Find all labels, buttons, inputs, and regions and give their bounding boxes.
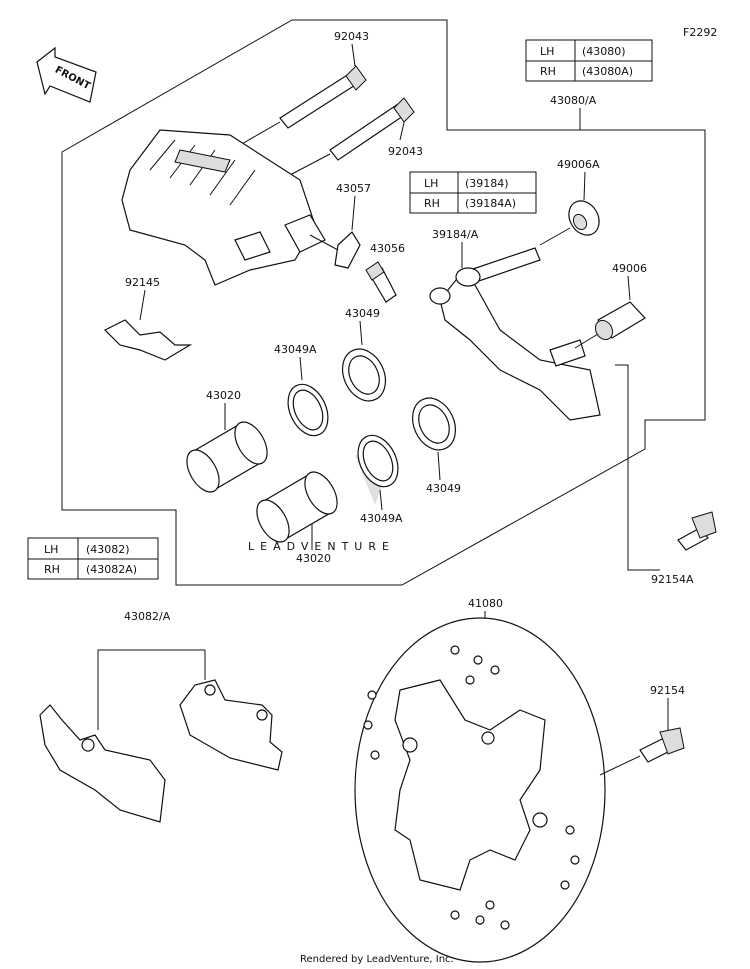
label-43020-upper: 43020 bbox=[206, 389, 241, 402]
brake-pads-43082: 43082/A bbox=[39, 610, 283, 823]
label-39184: 39184/A bbox=[432, 228, 479, 241]
watermark-text: LEADVENTURE bbox=[248, 540, 395, 553]
piston-43020-upper: 43020 bbox=[186, 389, 268, 493]
label-41080: 41080 bbox=[468, 597, 503, 610]
bracket-callout-line bbox=[615, 364, 660, 571]
bracket-39184: 39184/A bbox=[429, 228, 601, 421]
table-39184-lh: LH bbox=[424, 177, 438, 190]
caliper-body bbox=[121, 129, 326, 286]
table-43080-rh: RH bbox=[540, 65, 556, 78]
table-43082-rh-num: (43082A) bbox=[86, 563, 137, 576]
label-43049-lower: 43049 bbox=[426, 482, 461, 495]
piston-43020-lower: 43020 bbox=[256, 471, 338, 565]
credit-text: Rendered by LeadVenture, Inc. bbox=[300, 954, 454, 965]
table-43082-rh: RH bbox=[44, 563, 60, 576]
pin-92043-upper: 92043 bbox=[239, 30, 369, 146]
label-92043-lower: 92043 bbox=[388, 145, 423, 158]
table-39184: LH (39184) RH (39184A) bbox=[409, 171, 537, 214]
label-49006: 49006 bbox=[612, 262, 647, 275]
caliper-assembly-outline bbox=[61, 19, 706, 586]
seal-43049-lower: 43049 bbox=[411, 397, 461, 495]
table-43082-lh-num: (43082) bbox=[86, 543, 130, 556]
pin-92043-lower: 92043 bbox=[289, 97, 423, 176]
seal-43049a-lower: 43049A bbox=[357, 434, 403, 525]
label-92043-upper: 92043 bbox=[334, 30, 369, 43]
label-43056: 43056 bbox=[370, 242, 405, 255]
bleeder-43056: 43056 bbox=[365, 242, 405, 303]
label-43057: 43057 bbox=[336, 182, 371, 195]
table-43080-rh-num: (43080A) bbox=[582, 65, 633, 78]
bolt-92154: 92154 bbox=[599, 684, 685, 776]
clip-43057: 43057 bbox=[309, 182, 371, 269]
bolt-92154a: 92154A bbox=[651, 511, 717, 586]
figure-id: F2292 bbox=[683, 26, 717, 39]
label-43082: 43082/A bbox=[124, 610, 171, 623]
brake-disc-41080: 41080 bbox=[354, 597, 606, 963]
table-39184-lh-num: (39184) bbox=[465, 177, 509, 190]
table-43080: LH (43080) RH (43080A) bbox=[525, 39, 653, 82]
label-43049a-lower: 43049A bbox=[360, 512, 403, 525]
label-43049a-upper: 43049A bbox=[274, 343, 317, 356]
label-43049-upper: 43049 bbox=[345, 307, 380, 320]
boot-49006: 49006 bbox=[574, 262, 647, 349]
table-43080-lh-num: (43080) bbox=[582, 45, 626, 58]
label-43080: 43080/A bbox=[550, 94, 597, 107]
table-43082-lh: LH bbox=[44, 543, 58, 556]
table-39184-rh-num: (39184A) bbox=[465, 197, 516, 210]
table-39184-rh: RH bbox=[424, 197, 440, 210]
seal-43049-upper: 43049 bbox=[341, 307, 387, 402]
boot-49006a: 49006A bbox=[539, 158, 600, 246]
label-92154: 92154 bbox=[650, 684, 685, 697]
front-arrow-icon: FRONT bbox=[36, 46, 97, 103]
table-43080-lh: LH bbox=[540, 45, 554, 58]
label-43020-lower: 43020 bbox=[296, 552, 331, 565]
table-43082: LH (43082) RH (43082A) bbox=[27, 537, 159, 580]
spring-92145: 92145 bbox=[103, 276, 193, 361]
label-92145: 92145 bbox=[125, 276, 160, 289]
seal-43049a-upper: 43049A bbox=[274, 343, 329, 437]
label-92154a: 92154A bbox=[651, 573, 694, 586]
label-49006a: 49006A bbox=[557, 158, 600, 171]
